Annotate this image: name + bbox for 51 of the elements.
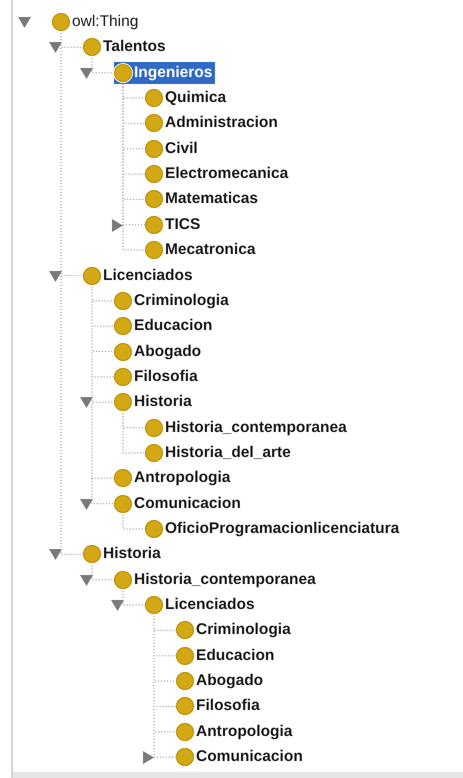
class-name: Historia_contemporanea — [134, 570, 316, 590]
tree-connector-line — [122, 590, 146, 606]
class-name: Licenciados — [103, 266, 193, 286]
tree-item — [83, 543, 164, 566]
tree-item — [114, 366, 201, 388]
class-name: Historia_del_arte — [165, 442, 291, 463]
tree-item — [176, 720, 296, 743]
class-name: Licenciados — [165, 595, 255, 616]
class-name: Abogado — [196, 671, 264, 692]
class-name: owl:Thing — [72, 12, 138, 32]
class-name: Filosofia — [196, 696, 260, 716]
tree-item — [145, 239, 258, 262]
tree-item — [145, 87, 230, 110]
tree-connector-line — [92, 58, 114, 74]
class-name: Historia — [134, 392, 192, 412]
class-name: Abogado — [134, 342, 202, 362]
tree-item — [114, 467, 234, 490]
class-name: Talentos — [103, 37, 166, 58]
class-name: Quimica — [165, 88, 226, 108]
class-name: Comunicacion — [196, 747, 303, 768]
tree-item — [145, 163, 292, 186]
tree-item — [114, 391, 195, 414]
tree-item — [114, 290, 232, 312]
class-name: Criminologia — [196, 620, 291, 640]
class-name: Filosofia — [134, 366, 198, 387]
class-name: Matematicas — [165, 189, 258, 210]
selected-tree-item — [114, 62, 216, 84]
tree-connector-line — [154, 616, 176, 758]
tree-item — [145, 416, 350, 439]
class-name: Civil — [165, 138, 198, 159]
tree-item — [114, 568, 319, 591]
tree-connector-line — [92, 564, 114, 580]
class-name: Criminologia — [134, 290, 229, 311]
class-name: OficioProgramacionlicenciatura — [165, 519, 400, 539]
class-name: Comunicacion — [134, 494, 241, 514]
class-name: Administracion — [165, 113, 278, 134]
class-name: Antropologia — [134, 468, 230, 488]
tree-item — [176, 695, 263, 718]
class-name: Antropologia — [196, 722, 292, 742]
tree-connector-line — [122, 514, 146, 530]
class-name: Mecatronica — [165, 240, 256, 260]
tree-item — [176, 619, 294, 642]
class-name: Historia — [103, 544, 161, 564]
tree-connector-line — [122, 412, 146, 454]
class-name: Educacion — [134, 316, 212, 336]
class-name: Historia_contemporanea — [165, 418, 347, 438]
class-name: Educacion — [196, 646, 274, 666]
class-name: Electromecanica — [165, 164, 288, 184]
class-name: TICS — [165, 214, 200, 235]
class-name: Ingenieros — [134, 62, 212, 83]
tree-item — [145, 518, 402, 540]
